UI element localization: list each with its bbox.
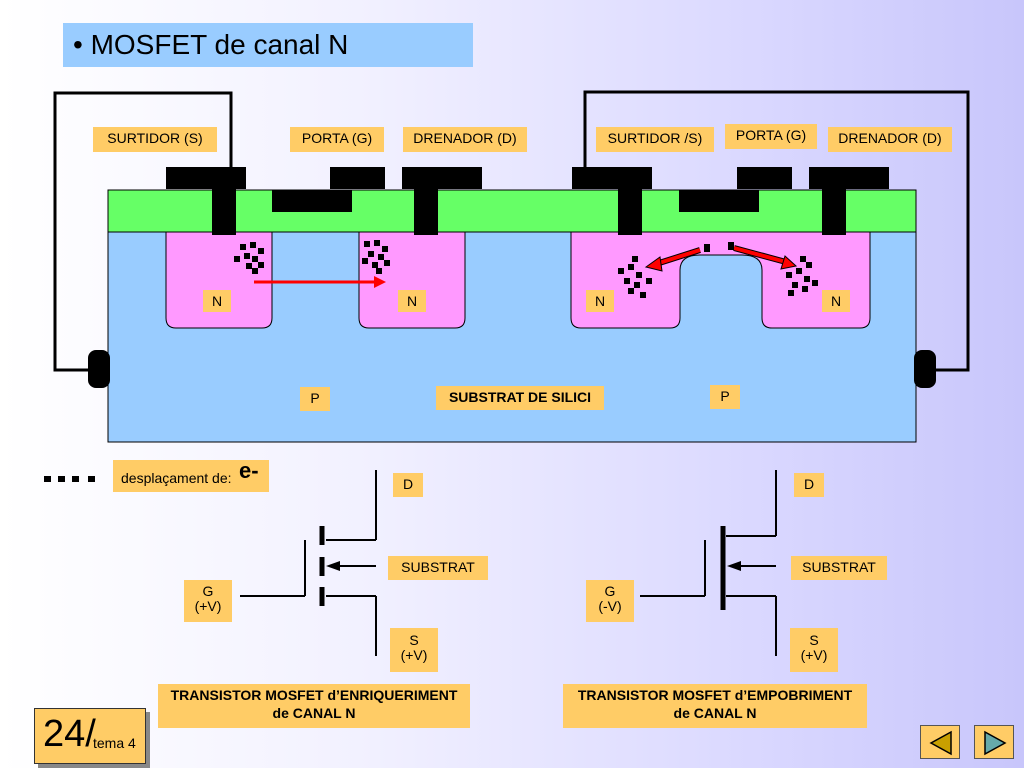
page-tema: tema 4 bbox=[93, 735, 136, 751]
enh-caption: TRANSISTOR MOSFET d’ENRIQUERIMENT de CAN… bbox=[158, 684, 470, 728]
label-n-1: N bbox=[203, 290, 231, 312]
prev-slide-button[interactable] bbox=[920, 725, 960, 759]
dep-label-s-line1: S bbox=[809, 632, 819, 648]
metal-drain-right bbox=[809, 167, 889, 189]
label-n-4: N bbox=[822, 290, 850, 312]
dep-label-g-line2: (-V) bbox=[598, 598, 622, 614]
label-substrate: SUBSTRAT DE SILICI bbox=[436, 386, 604, 410]
nav-next-icon bbox=[984, 730, 1007, 756]
page-number-value: 24/ bbox=[43, 713, 96, 755]
oxide-layer bbox=[107, 189, 917, 233]
metal-gate-left bbox=[330, 167, 385, 189]
dep-label-g: G (-V) bbox=[586, 580, 634, 622]
symbol-enhancement bbox=[240, 470, 377, 656]
n-region-2 bbox=[358, 231, 466, 329]
dep-caption-line2: de CANAL N bbox=[673, 705, 757, 721]
label-p-left: P bbox=[300, 387, 330, 411]
dep-label-substrat: SUBSTRAT bbox=[791, 556, 887, 580]
right-substrate-contact bbox=[914, 350, 936, 388]
slide-title: • MOSFET de canal N bbox=[63, 23, 473, 67]
label-gate-left: PORTA (G) bbox=[290, 127, 384, 152]
n-region-1 bbox=[165, 231, 273, 329]
right-wire bbox=[583, 90, 970, 372]
dep-label-d: D bbox=[794, 473, 824, 497]
enh-label-g-line2: (+V) bbox=[194, 598, 222, 614]
enh-label-g-line1: G bbox=[202, 583, 214, 599]
label-source-left: SURTIDOR (S) bbox=[93, 127, 217, 152]
enh-label-s-line2: (+V) bbox=[400, 647, 428, 663]
enh-label-s-line1: S bbox=[409, 632, 419, 648]
metal-source-right bbox=[572, 167, 652, 189]
metal-drain-left bbox=[402, 167, 482, 189]
label-p-right: P bbox=[710, 385, 740, 409]
legend-box: desplaçament de: e- bbox=[113, 460, 269, 492]
legend-electron-symbol: e- bbox=[239, 458, 259, 483]
metal-source-left bbox=[166, 167, 246, 189]
left-substrate-contact bbox=[88, 350, 110, 388]
nav-previous-icon bbox=[929, 730, 952, 756]
label-n-2: N bbox=[398, 290, 426, 312]
legend-text: desplaçament de: bbox=[121, 470, 232, 486]
dep-caption-line1: TRANSISTOR MOSFET d’EMPOBRIMENT bbox=[577, 687, 853, 703]
dep-caption: TRANSISTOR MOSFET d’EMPOBRIMENT de CANAL… bbox=[563, 684, 867, 728]
enh-label-s: S (+V) bbox=[390, 628, 438, 672]
label-n-3: N bbox=[586, 290, 614, 312]
electrons-source-right bbox=[618, 256, 652, 298]
label-gate-right: PORTA (G) bbox=[725, 124, 817, 149]
label-drain-left: DRENADOR (D) bbox=[403, 127, 527, 152]
left-wire bbox=[53, 91, 233, 372]
enh-label-g: G (+V) bbox=[184, 580, 232, 622]
legend-electron-dots bbox=[44, 476, 95, 482]
dep-label-s-line2: (+V) bbox=[800, 647, 828, 663]
dep-label-s: S (+V) bbox=[790, 628, 838, 672]
electrons-source-left bbox=[234, 242, 264, 274]
enh-caption-line2: de CANAL N bbox=[272, 705, 356, 721]
electrons-drain-right bbox=[786, 256, 818, 296]
page-number: 24/ tema 4 bbox=[34, 708, 146, 764]
metal-gate-right bbox=[737, 167, 792, 189]
slide-title-text: • MOSFET de canal N bbox=[73, 29, 349, 60]
next-slide-button[interactable] bbox=[974, 725, 1014, 759]
label-drain-right: DRENADOR (D) bbox=[828, 127, 952, 152]
symbol-depletion bbox=[640, 470, 777, 656]
enh-caption-line1: TRANSISTOR MOSFET d’ENRIQUERIMENT bbox=[170, 687, 458, 703]
depletion-arrows bbox=[644, 242, 798, 272]
dep-label-g-line1: G bbox=[604, 583, 616, 599]
enh-label-substrat: SUBSTRAT bbox=[388, 556, 488, 580]
enh-label-d: D bbox=[393, 473, 423, 497]
electrons-drain-left bbox=[362, 240, 390, 274]
label-source-right: SURTIDOR /S) bbox=[596, 127, 714, 152]
n-region-depletion bbox=[570, 231, 871, 329]
